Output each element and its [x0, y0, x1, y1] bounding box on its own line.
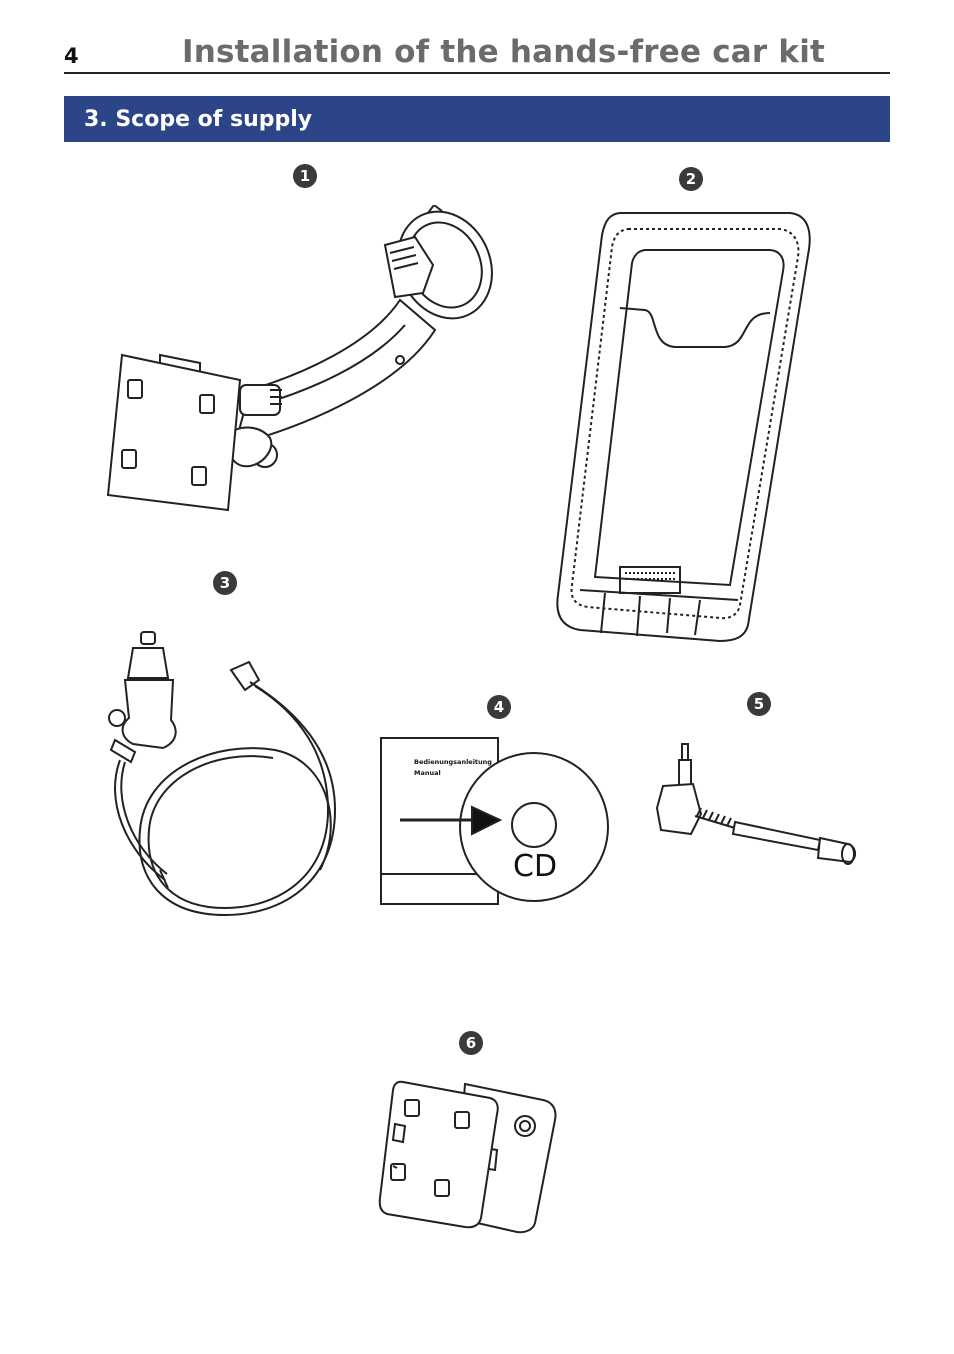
section-title: 3. Scope of supply	[84, 107, 313, 132]
item-number-6: 6	[459, 1031, 483, 1055]
item-number-2: 2	[679, 167, 703, 191]
phone-cradle-icon	[550, 205, 820, 650]
section-header-bar: 3. Scope of supply	[64, 96, 890, 142]
manual-and-cd-icon: Bedienungsanleitung Manual CD	[380, 737, 612, 909]
title-divider	[64, 72, 890, 74]
page-number: 4	[64, 44, 79, 68]
item-number-5: 5	[747, 692, 771, 716]
car-charger-cable-icon	[95, 630, 345, 925]
manual-title-line2: Manual	[414, 769, 441, 777]
cd-label: CD	[513, 849, 558, 884]
item-number-3: 3	[213, 571, 237, 595]
item-number-4: 4	[487, 695, 511, 719]
audio-adapter-cable-icon	[655, 742, 865, 882]
page-title: Installation of the hands-free car kit	[182, 34, 826, 70]
adhesive-mounting-plates-icon	[375, 1078, 560, 1238]
item-number-1: 1	[293, 164, 317, 188]
manual-title-line1: Bedienungsanleitung	[414, 758, 492, 766]
windshield-mount-icon	[100, 205, 510, 515]
